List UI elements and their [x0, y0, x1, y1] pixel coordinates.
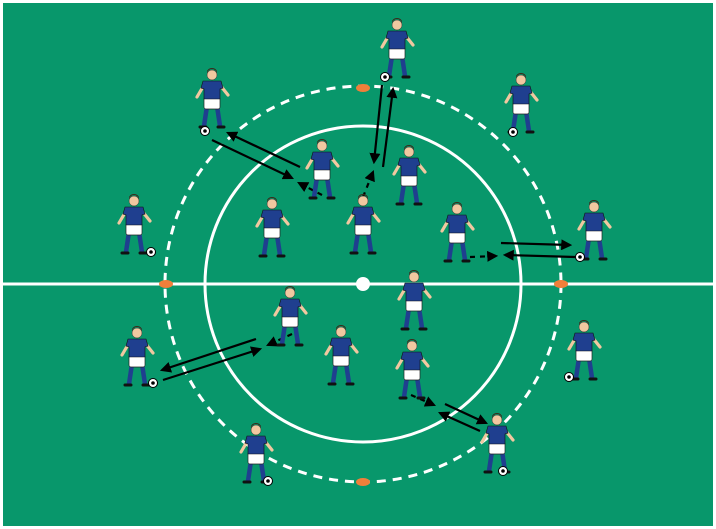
ball	[509, 128, 518, 137]
pitch-surface	[3, 3, 713, 526]
player-head	[132, 328, 142, 338]
player-shirt	[123, 207, 145, 225]
player-shirt	[279, 299, 301, 317]
player-head	[358, 196, 368, 206]
player-head	[492, 415, 502, 425]
player-head	[267, 199, 277, 209]
player-shirt	[401, 352, 423, 370]
ball	[147, 248, 156, 257]
ball	[381, 73, 390, 82]
player-shirt	[311, 152, 333, 170]
cone-top	[356, 84, 370, 92]
ball	[576, 253, 585, 262]
player-shirt	[352, 207, 374, 225]
player-shirt	[446, 215, 468, 233]
cone-right	[554, 280, 568, 288]
player-head	[285, 288, 295, 298]
player-shirt	[201, 81, 223, 99]
cone-bottom	[356, 478, 370, 486]
player-shirt	[583, 213, 605, 231]
ball	[149, 379, 158, 388]
player-shirt	[573, 333, 595, 351]
player-head	[336, 327, 346, 337]
player-shirt	[403, 283, 425, 301]
player-shirt	[398, 158, 420, 176]
ball	[565, 373, 574, 382]
ball	[264, 477, 273, 486]
cone-left	[159, 280, 173, 288]
player-shirt	[126, 339, 148, 357]
player-head	[589, 202, 599, 212]
player-head	[317, 141, 327, 151]
ball	[201, 127, 210, 136]
player-head	[129, 196, 139, 206]
center-spot	[356, 277, 370, 291]
player-head	[409, 272, 419, 282]
player-head	[407, 341, 417, 351]
player-head	[452, 204, 462, 214]
player-shirt	[330, 338, 352, 356]
ball	[499, 467, 508, 476]
player-head	[251, 425, 261, 435]
dribble-arrow	[470, 256, 496, 257]
player-head	[579, 322, 589, 332]
player-head	[404, 147, 414, 157]
player-shirt	[510, 86, 532, 104]
player-shirt	[245, 436, 267, 454]
player-shirt	[386, 31, 408, 49]
player-shirt	[261, 210, 283, 228]
player-shirt	[486, 426, 508, 444]
player-head	[516, 75, 526, 85]
player-head	[207, 70, 217, 80]
player-head	[392, 20, 402, 30]
